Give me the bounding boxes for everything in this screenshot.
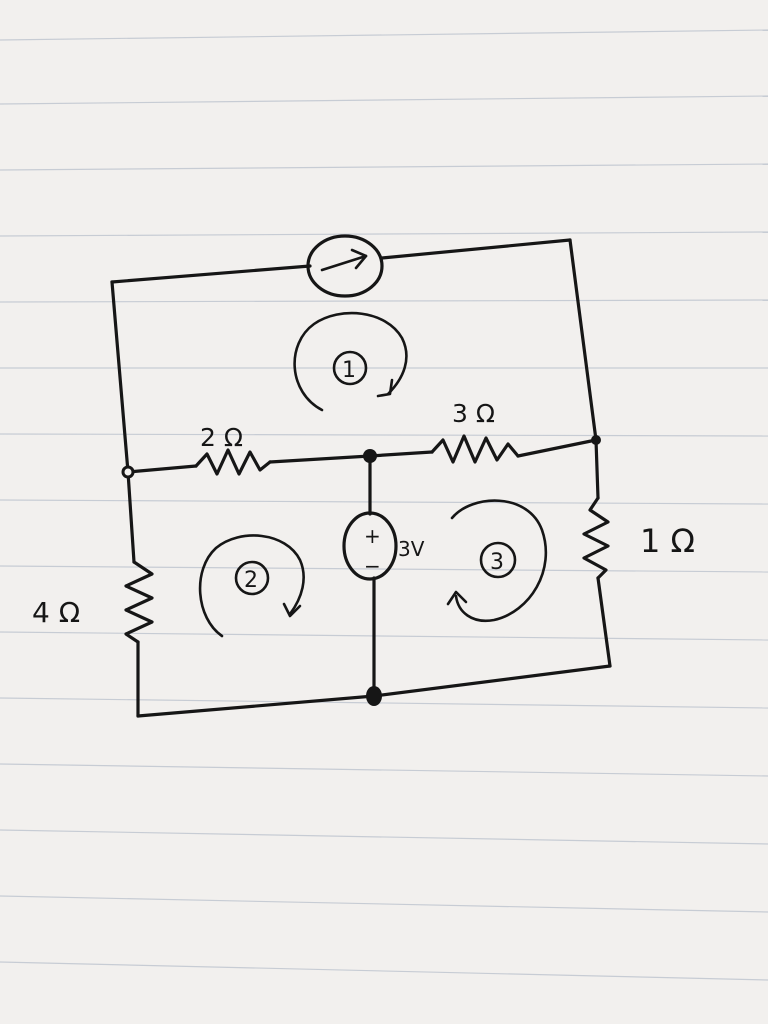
node-right [591, 435, 601, 445]
label-plus: + [364, 524, 381, 548]
ruled-lines [0, 29, 768, 981]
voltage-source-3v [342, 511, 398, 581]
top-wire [110, 238, 598, 474]
label-1ohm: 1 Ω [640, 522, 695, 560]
left-wire [124, 470, 376, 718]
arrow-right-icon [320, 254, 368, 272]
mesh-3-current [446, 499, 548, 623]
mesh-3-label: 3 [490, 550, 504, 575]
mesh-1-current [293, 311, 408, 412]
current-source [306, 234, 384, 298]
node-left [121, 465, 135, 479]
mesh-2-current [198, 534, 305, 638]
label-4ohm: 4 Ω [32, 596, 80, 629]
right-wire [372, 438, 612, 698]
label-3ohm: 3 Ω [452, 399, 495, 428]
label-3v: 3V [398, 537, 425, 561]
label-minus: − [364, 554, 381, 578]
label-2ohm: 2 Ω [200, 423, 243, 452]
center-wire [368, 454, 376, 698]
mesh-2-label: 2 [244, 568, 258, 593]
node-center-top [363, 449, 377, 463]
middle-wire [126, 434, 598, 476]
node-bottom [366, 686, 382, 706]
mesh-1-label: 1 [342, 358, 356, 383]
